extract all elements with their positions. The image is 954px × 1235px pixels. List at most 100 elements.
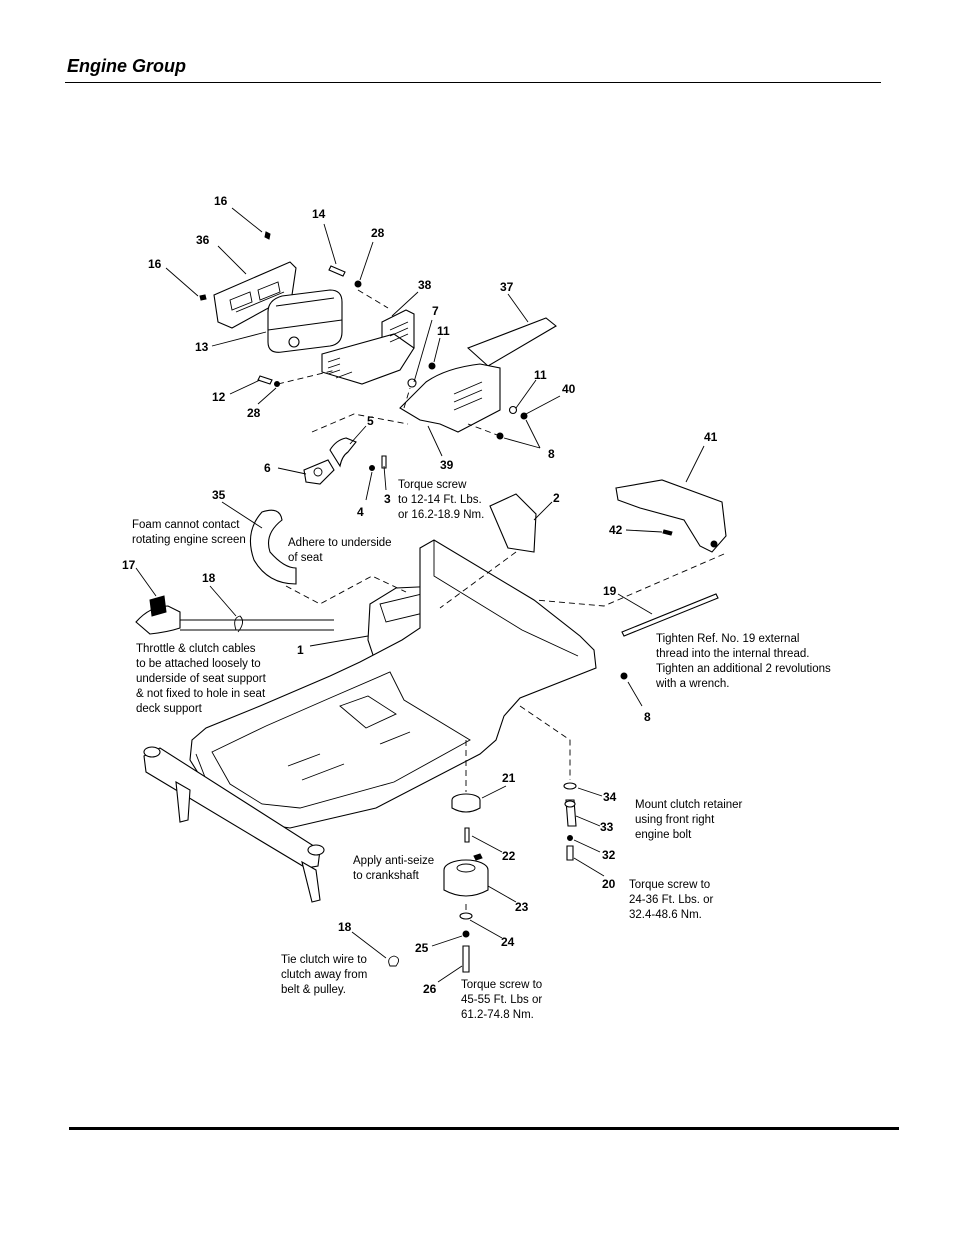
- svg-text:to be attached loosely to: to be attached loosely to: [136, 658, 261, 670]
- svg-text:with a wrench.: with a wrench.: [655, 678, 730, 690]
- svg-text:clutch away from: clutch away from: [281, 969, 367, 981]
- callout-2: 2: [553, 491, 560, 505]
- callout-18: 18: [338, 920, 352, 934]
- part-19-rod: [621, 593, 719, 637]
- svg-text:& not fixed to hole in seat: & not fixed to hole in seat: [136, 688, 266, 700]
- callout-42: 42: [609, 523, 623, 537]
- part-4-nut: [369, 465, 375, 471]
- svg-text:Tie clutch wire to: Tie clutch wire to: [281, 954, 367, 966]
- svg-text:of seat: of seat: [288, 552, 323, 564]
- part-14-bolt: [328, 265, 346, 277]
- part-28-washer-top: [354, 280, 362, 288]
- part-11-nut-top: [428, 362, 436, 370]
- svg-text:Torque screw to: Torque screw to: [461, 979, 542, 991]
- callout-34: 34: [603, 790, 617, 804]
- part-16-screw-top: [264, 231, 271, 240]
- callout-26: 26: [423, 982, 437, 996]
- note-adhere: Adhere to underside of seat: [288, 537, 392, 564]
- part-21-pulley: [451, 793, 481, 813]
- part-2-shield: [489, 493, 537, 553]
- frame-seat-deck: [189, 539, 597, 829]
- callout-14: 14: [312, 207, 326, 221]
- part-26-bolt: [462, 945, 470, 973]
- callout-28: 28: [247, 406, 261, 420]
- note-foam: Foam cannot contact rotating engine scre…: [132, 519, 246, 546]
- callout-24: 24: [501, 935, 515, 949]
- callout-5: 5: [367, 414, 374, 428]
- part-16-screw-left: [199, 294, 207, 301]
- part-41-cover: [615, 479, 727, 553]
- svg-text:Foam cannot contact: Foam cannot contact: [132, 519, 240, 531]
- svg-text:or 16.2-18.9 Nm.: or 16.2-18.9 Nm.: [398, 509, 484, 521]
- callout-1: 1: [297, 643, 304, 657]
- front-axle: [143, 746, 325, 903]
- callout-32: 32: [602, 848, 616, 862]
- note-torque-screw-3: Torque screw to 12-14 Ft. Lbs. or 16.2-1…: [398, 479, 484, 521]
- callout-3: 3: [384, 492, 391, 506]
- part-35-foam: [249, 509, 297, 585]
- callout-37: 37: [500, 280, 514, 294]
- svg-text:deck support: deck support: [136, 703, 203, 715]
- assembly-line: [439, 551, 517, 609]
- leader-lines: [135, 207, 705, 983]
- part-18-cable: [180, 615, 334, 633]
- part-12-screw: [257, 375, 273, 385]
- callout-12: 12: [212, 390, 226, 404]
- part-18-tie: [388, 955, 399, 967]
- part-38-muffler-bracket: [321, 309, 415, 385]
- svg-text:rotating engine screen: rotating engine screen: [132, 534, 246, 546]
- part-25-lock-washer: [462, 930, 470, 938]
- part-32-lock-washer: [567, 835, 573, 841]
- svg-text:45-55 Ft. Lbs or: 45-55 Ft. Lbs or: [461, 994, 542, 1006]
- part-20-screw: [566, 845, 574, 861]
- callout-8: 8: [548, 447, 555, 461]
- note-torque-screw-26: Torque screw to 45-55 Ft. Lbs or 61.2-74…: [461, 979, 542, 1021]
- callout-7: 7: [432, 304, 439, 318]
- callout-4: 4: [357, 505, 364, 519]
- page-title: Engine Group: [67, 56, 186, 76]
- callout-16: 16: [148, 257, 162, 271]
- svg-text:Torque screw to: Torque screw to: [629, 879, 710, 891]
- note-clutch-retainer: Mount clutch retainer using front right …: [635, 799, 743, 841]
- callout-41: 41: [704, 430, 718, 444]
- part-13-muffler: [267, 289, 343, 353]
- part-33-retainer: [564, 799, 577, 827]
- svg-text:to 12-14 Ft. Lbs.: to 12-14 Ft. Lbs.: [398, 494, 482, 506]
- part-42-screw: [662, 529, 673, 536]
- assembly-line: [277, 369, 337, 385]
- svg-text:Tighten Ref. No. 19 external: Tighten Ref. No. 19 external: [656, 633, 799, 645]
- svg-text:Throttle & clutch cables: Throttle & clutch cables: [136, 643, 256, 655]
- part-6-gasket: [303, 459, 335, 485]
- callout-23: 23: [515, 900, 529, 914]
- part-22-key: [464, 827, 470, 843]
- assembly-line: [535, 553, 725, 607]
- assembly-line: [519, 705, 571, 780]
- note-tighten-19: Tighten Ref. No. 19 external thread into…: [655, 633, 831, 690]
- svg-text:using front right: using front right: [635, 814, 715, 826]
- callout-40: 40: [562, 382, 576, 396]
- part-34-washer: [563, 782, 577, 790]
- svg-text:Apply anti-seize: Apply anti-seize: [353, 855, 434, 867]
- callout-39: 39: [440, 458, 454, 472]
- assembly-line: [311, 413, 409, 433]
- part-39-muffler-guard: [399, 363, 501, 433]
- callout-11: 11: [534, 368, 547, 382]
- svg-text:32.4-48.6 Nm.: 32.4-48.6 Nm.: [629, 909, 702, 921]
- svg-text:61.2-74.8 Nm.: 61.2-74.8 Nm.: [461, 1009, 534, 1021]
- part-3-screw: [381, 455, 387, 469]
- callout-28: 28: [371, 226, 385, 240]
- part-37-cover: [466, 317, 557, 367]
- note-throttle-cables: Throttle & clutch cables to be attached …: [136, 643, 267, 715]
- svg-text:Torque screw: Torque screw: [398, 479, 467, 491]
- part-24-washer: [459, 912, 473, 920]
- assembly-line: [467, 423, 501, 437]
- callout-13: 13: [195, 340, 209, 354]
- svg-text:engine bolt: engine bolt: [635, 829, 692, 841]
- svg-text:24-36 Ft. Lbs. or: 24-36 Ft. Lbs. or: [629, 894, 714, 906]
- callout-17: 17: [122, 558, 136, 572]
- assembly-line: [403, 387, 411, 409]
- note-anti-seize: Apply anti-seize to crankshaft: [353, 855, 434, 882]
- callout-35: 35: [212, 488, 226, 502]
- callout-33: 33: [600, 820, 614, 834]
